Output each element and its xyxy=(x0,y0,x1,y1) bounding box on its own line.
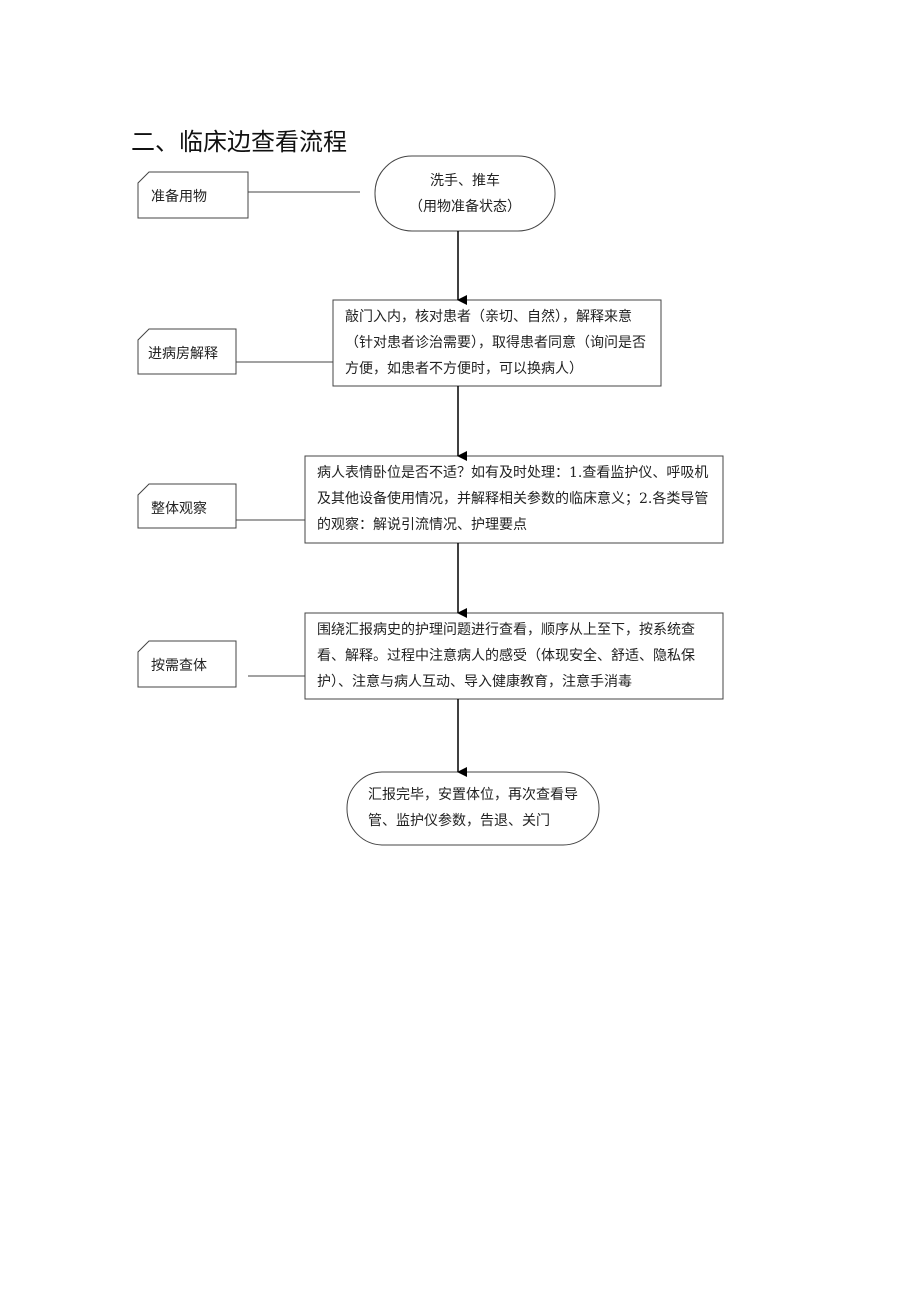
label-shape-1 xyxy=(137,171,249,219)
side-label-prepare: 准备用物 xyxy=(151,189,207,205)
step-text-3: 围绕汇报病史的护理问题进行查看，顺序从上至下，按系统查看、解释。过程中注意病人的… xyxy=(317,622,695,690)
end-terminal-text: 汇报完毕，安置体位，再次查看导 管、监护仪参数，告退、关门 xyxy=(368,782,592,834)
start-terminal-text: 洗手、推车 （用物准备状态） xyxy=(375,168,555,220)
end-terminal xyxy=(346,771,600,846)
page-title: 二、临床边查看流程 xyxy=(131,128,347,156)
label-shape-4 xyxy=(137,640,237,688)
start-line-1: 洗手、推车 xyxy=(430,173,500,189)
end-line-1: 汇报完毕，安置体位，再次查看导 xyxy=(368,787,578,803)
step-box-3 xyxy=(304,612,724,700)
end-line-2: 管、监护仪参数，告退、关门 xyxy=(368,813,550,829)
label-shape-3 xyxy=(137,483,237,529)
step-text-1: 敲门入内，核对患者（亲切、自然），解释来意（针对患者诊治需要），取得患者同意（询… xyxy=(345,309,646,377)
start-terminal xyxy=(374,155,556,232)
step-text-2: 病人表情卧位是否不适？如有及时处理：1.查看监护仪、呼吸机及其他设备使用情况，并… xyxy=(317,465,709,533)
label-shape-2 xyxy=(137,328,237,375)
step-box-1 xyxy=(332,299,662,387)
start-line-2: （用物准备状态） xyxy=(409,199,521,215)
step-box-2 xyxy=(304,455,724,544)
side-label-enter-explain: 进病房解释 xyxy=(148,346,218,362)
side-label-exam: 按需查体 xyxy=(151,658,207,674)
side-label-overall-observe: 整体观察 xyxy=(151,501,207,517)
